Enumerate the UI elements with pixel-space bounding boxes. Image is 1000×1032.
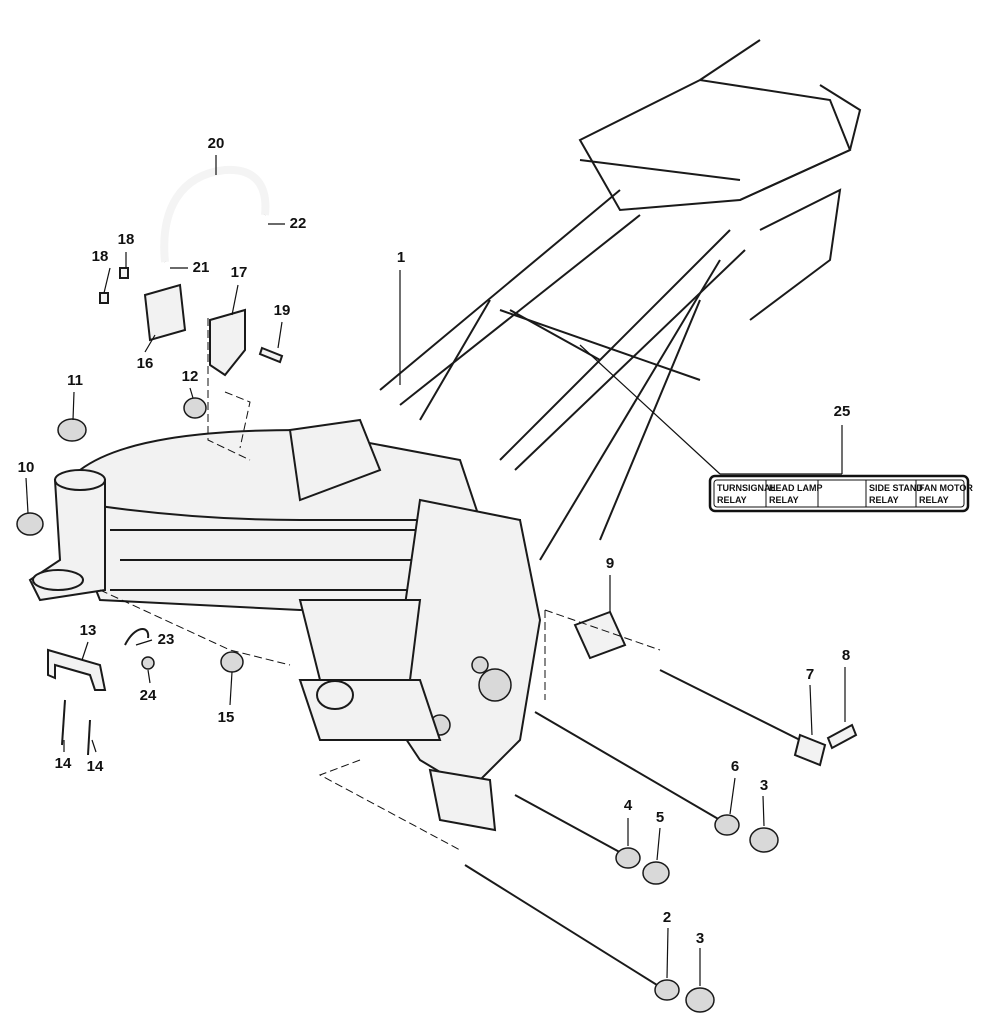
nut-15 [220,651,244,673]
callout-numbers: 1 2 3 3 4 5 6 7 8 9 10 11 12 13 14 14 15… [18,135,851,947]
relay-cell-4-line1: SIDE STAND [869,483,923,493]
bracket [209,308,246,377]
callout-22: 22 [290,215,307,232]
callout-6: 6 [731,758,739,775]
collar-9 [573,610,627,660]
nut-11 [57,418,87,442]
leader-lines [25,155,846,986]
callout-18b: 18 [92,248,109,265]
relay-cell-1-line2: RELAY [717,495,747,505]
callout-24: 24 [140,687,157,704]
callout-18a: 18 [118,231,135,248]
relay-label: TURNSIGNAL RELAY HEAD LAMP RELAY SIDE ST… [708,474,973,513]
relay-cell-4-line2: RELAY [869,495,899,505]
callout-4: 4 [624,797,633,814]
relay-cell-5-line2: RELAY [919,495,949,505]
relay-cell-2-line1: HEAD LAMP [769,483,823,493]
callout-9: 9 [606,555,614,572]
callout-7: 7 [806,666,814,683]
main-frame [28,39,862,832]
callout-2: 2 [663,909,671,926]
relay-box [143,283,187,342]
callout-14a: 14 [55,755,72,772]
callout-20: 20 [208,135,225,152]
callout-3-upper: 3 [760,777,768,794]
callout-13: 13 [80,622,97,639]
hose [163,168,267,263]
relay-cell-5-line1: FAN MOTOR [919,483,973,493]
callout-8: 8 [842,647,850,664]
nut-10 [16,512,44,536]
callout-23: 23 [158,631,175,648]
callout-5: 5 [656,809,664,826]
callout-15: 15 [218,709,235,726]
callout-25: 25 [834,403,851,420]
callout-14b: 14 [87,758,104,775]
relay-cell-1-line1: TURNSIGNAL [717,483,776,493]
bracket-13 [47,648,107,691]
relay-cell-2-line2: RELAY [769,495,799,505]
callout-19: 19 [274,302,291,319]
callout-17: 17 [231,264,248,281]
callout-1: 1 [397,249,405,266]
nut-12 [183,397,207,419]
callout-10: 10 [18,459,35,476]
callout-12: 12 [182,368,199,385]
alignment-lines [99,318,661,851]
callout-16: 16 [137,355,154,372]
callout-3-lower: 3 [696,930,704,947]
bolt-19 [258,346,284,364]
parts [16,165,858,1013]
callout-21: 21 [193,259,210,276]
callout-11: 11 [67,372,83,389]
